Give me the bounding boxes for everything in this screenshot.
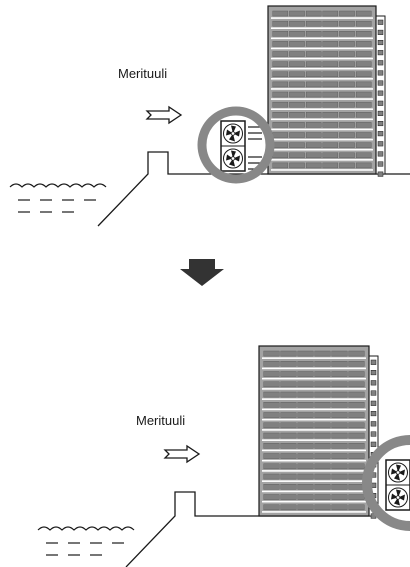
outdoor-unit-icon xyxy=(220,120,246,172)
highlight-circle xyxy=(197,106,275,184)
wind-arrow-icon xyxy=(164,445,200,463)
scene-top: Merituuli xyxy=(9,5,410,227)
highlight-circle xyxy=(362,435,410,531)
shoreline xyxy=(97,151,410,227)
shoreline xyxy=(125,491,380,567)
down-arrow-icon xyxy=(180,259,224,286)
wind-label: Merituuli xyxy=(118,66,167,81)
wind-label: Merituuli xyxy=(136,413,185,428)
sea xyxy=(37,526,135,556)
sea xyxy=(9,183,107,213)
scene-bottom: Merituuli xyxy=(37,345,410,567)
outdoor-unit-icon xyxy=(385,459,410,511)
building xyxy=(258,345,379,519)
building xyxy=(267,5,386,177)
wind-arrow-icon xyxy=(146,106,182,124)
